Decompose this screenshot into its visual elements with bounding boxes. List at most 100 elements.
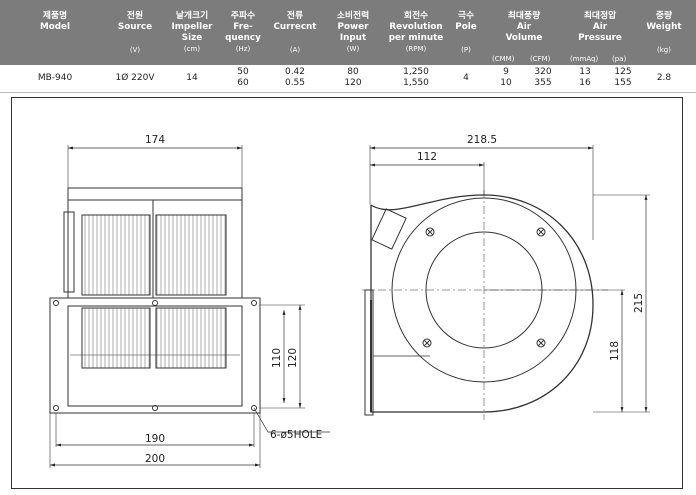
col-model: 제품명 Model: [18, 11, 92, 33]
col-weight: 중량 Weight (kg): [638, 11, 690, 55]
front-view: [49, 145, 330, 468]
cell-weight: 2.8: [656, 73, 672, 83]
cell-current: 0.42 0.55: [268, 67, 322, 89]
impeller-right: [155, 214, 227, 296]
unit-cmm: (CMM): [492, 55, 515, 63]
cell-rpm: 1,250 1,550: [380, 67, 452, 89]
cell-rpm-a: 1,250: [403, 67, 429, 77]
col-power: 소비전력 Power Input (W): [322, 11, 384, 54]
col-source-ko: 전원: [126, 11, 144, 21]
col-current-unit: (A): [289, 46, 301, 54]
cell-pa-a: 125: [614, 67, 632, 77]
cell-cmm-a: 9: [503, 67, 509, 77]
col-frequency-unit: (Hz): [235, 45, 251, 53]
col-weight-en: Weight: [646, 22, 682, 32]
col-source-unit: (V): [129, 46, 141, 54]
mount-hole: [251, 405, 257, 411]
col-source-en: Source: [117, 22, 153, 32]
cell-source: 1Ø 220V: [115, 73, 155, 83]
mount-hole: [53, 405, 59, 411]
cell-current-a: 0.42: [284, 67, 306, 77]
cell-rpm-b: 1,550: [403, 78, 429, 88]
col-airflow: 최대풍량 Air Volume: [486, 11, 562, 44]
unit-pa: (pa): [612, 55, 627, 63]
table-divider: [0, 92, 696, 93]
cell-pole: 4: [463, 73, 469, 83]
col-pressure-en: Air Pressure: [578, 22, 622, 43]
spec-table-row: MB-940 1Ø 220V 14 50 60 0.42 0.55 80 120…: [0, 67, 696, 91]
spec-table-header: 제품명 Model 전원 Source (V) 날개크기 Impeller Si…: [0, 0, 696, 65]
dim-200-label: 200: [145, 453, 165, 465]
col-current-ko: 전류: [286, 11, 304, 21]
screw-icon: [425, 227, 435, 237]
motor-cap: [63, 211, 75, 293]
dim-112-label: 112: [417, 151, 437, 163]
col-airflow-ko: 최대풍량: [507, 11, 541, 21]
col-pole: 극수 Pole (P): [448, 11, 484, 55]
col-impeller-ko: 날개크기: [175, 11, 209, 21]
col-rpm-ko: 회전수: [403, 11, 429, 21]
col-weight-ko: 중량: [655, 11, 673, 21]
col-power-unit: (W): [346, 45, 360, 53]
col-pole-en: Pole: [455, 22, 477, 32]
cell-cfm-a: 320: [534, 67, 552, 77]
col-model-en: Model: [39, 22, 71, 32]
screw-icon: [536, 227, 546, 237]
col-frequency: 주파수 Fre- quency (Hz): [214, 11, 272, 54]
col-power-en: Power Input: [337, 22, 369, 43]
cell-pa: 125 155: [606, 67, 640, 89]
unit-mmaq: (mmAq): [570, 55, 599, 63]
hole-callout: 6-ø5HOLE: [270, 429, 322, 441]
cell-impeller: 14: [186, 73, 198, 83]
cell-power: 80 120: [322, 67, 384, 89]
col-source: 전원 Source (V): [100, 11, 170, 55]
col-current: 전류 Currecnt (A): [268, 11, 322, 55]
cell-current-b: 0.55: [284, 78, 306, 88]
mount-hole: [152, 300, 158, 306]
col-frequency-ko: 주파수: [230, 11, 256, 21]
cell-freq-60: 60: [237, 78, 249, 88]
col-airflow-en: Air Volume: [505, 22, 543, 43]
cell-cfm: 320 355: [526, 67, 560, 89]
dim-118-label: 118: [609, 341, 621, 361]
col-pressure: 최대정압 Air Pressure: [566, 11, 634, 44]
mount-hole: [152, 405, 158, 411]
cell-mmaq: 13 16: [568, 67, 602, 89]
col-pole-unit: (P): [461, 46, 471, 54]
cell-mmaq-a: 13: [579, 67, 591, 77]
outlet-fins-left: [81, 307, 151, 369]
impeller-left: [81, 214, 151, 296]
hole-leader: [253, 407, 330, 433]
terminal-box: [371, 208, 407, 250]
cell-cmm: 9 10: [490, 67, 522, 89]
outlet-fins-right: [155, 307, 227, 369]
dim-190-label: 190: [145, 433, 165, 445]
col-weight-unit: (kg): [657, 46, 671, 54]
col-rpm-unit: (RPM): [405, 45, 427, 53]
dim-110-label: 110: [271, 348, 283, 368]
dim-174-label: 174: [145, 134, 165, 146]
screw-icon: [422, 338, 432, 348]
mount-hole: [53, 300, 59, 306]
cell-freq-50: 50: [237, 67, 249, 77]
scroll-housing: [370, 194, 594, 413]
col-model-ko: 제품명: [42, 11, 68, 21]
col-current-en: Currecnt: [273, 22, 317, 32]
cell-mmaq-b: 16: [579, 78, 591, 88]
dim-215-label: 215: [633, 293, 645, 313]
col-power-ko: 소비전력: [336, 11, 370, 21]
dim-120-label: 120: [287, 348, 299, 368]
col-rpm: 회전수 Revolution per minute (RPM): [380, 11, 452, 54]
mount-hole: [251, 300, 257, 306]
side-view: [362, 145, 650, 420]
col-impeller-en: Impeller Size: [171, 22, 213, 43]
col-frequency-en: Fre- quency: [225, 22, 261, 43]
col-pole-ko: 극수: [457, 11, 475, 21]
cell-power-b: 120: [344, 78, 362, 88]
col-impeller: 날개크기 Impeller Size (cm): [160, 11, 224, 54]
drawing-frame: [11, 97, 683, 489]
cell-power-a: 80: [347, 67, 359, 77]
cell-pa-b: 155: [614, 78, 632, 88]
dim-218-label: 218.5: [467, 134, 497, 146]
